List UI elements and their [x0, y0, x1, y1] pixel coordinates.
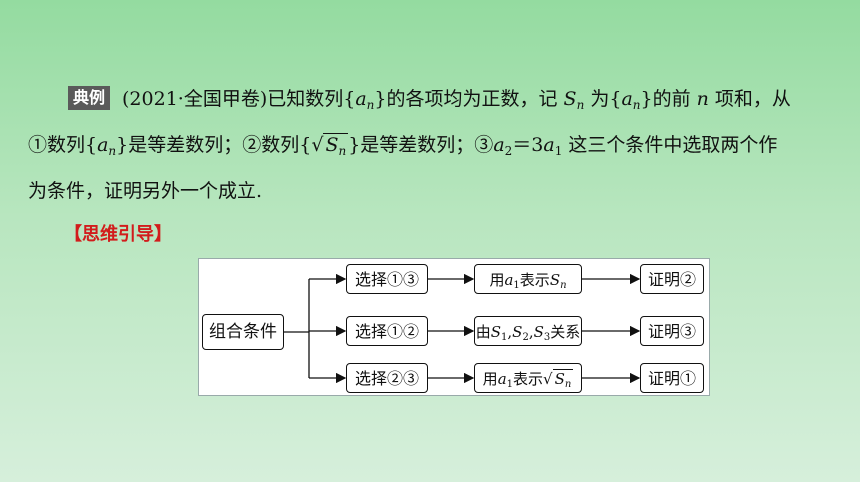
method-node-1: 用a1表示Sn: [474, 264, 582, 294]
method-node-3: 用a1表示√Sn: [474, 363, 582, 393]
proof-node-3: 证明①: [640, 363, 704, 393]
problem-line-1: 典例(2021·全国甲卷)已知数列{an}的各项均为正数，记 Sn 为{an}的…: [68, 82, 791, 116]
sqrt-sn-method: √Sn: [543, 369, 574, 390]
proof-node-2: 证明③: [640, 316, 704, 346]
proof-node-1: 证明②: [640, 264, 704, 294]
choice-node-1: 选择①③: [346, 264, 428, 294]
sqrt-sn: √Sn: [311, 133, 349, 158]
choice-node-2: 选择①②: [346, 316, 428, 346]
method-node-2: 由S1,S2,S3关系: [474, 316, 582, 346]
problem-line-3: 为条件，证明另外一个成立.: [28, 180, 263, 202]
problem-line-2: ①数列{an}是等差数列；②数列{√Sn}是等差数列；③a2＝3a1 这三个条件…: [28, 128, 777, 162]
example-tag: 典例: [68, 86, 111, 110]
guide-heading: 【思维引导】: [64, 224, 172, 245]
root-node: 组合条件: [202, 314, 284, 350]
choice-node-3: 选择②③: [346, 363, 428, 393]
flow-connectors: [284, 273, 641, 384]
flow-diagram: 组合条件 选择①③ 用a1表示Sn 证明② 选择①② 由S1,S2,S3关系 证…: [198, 258, 710, 396]
